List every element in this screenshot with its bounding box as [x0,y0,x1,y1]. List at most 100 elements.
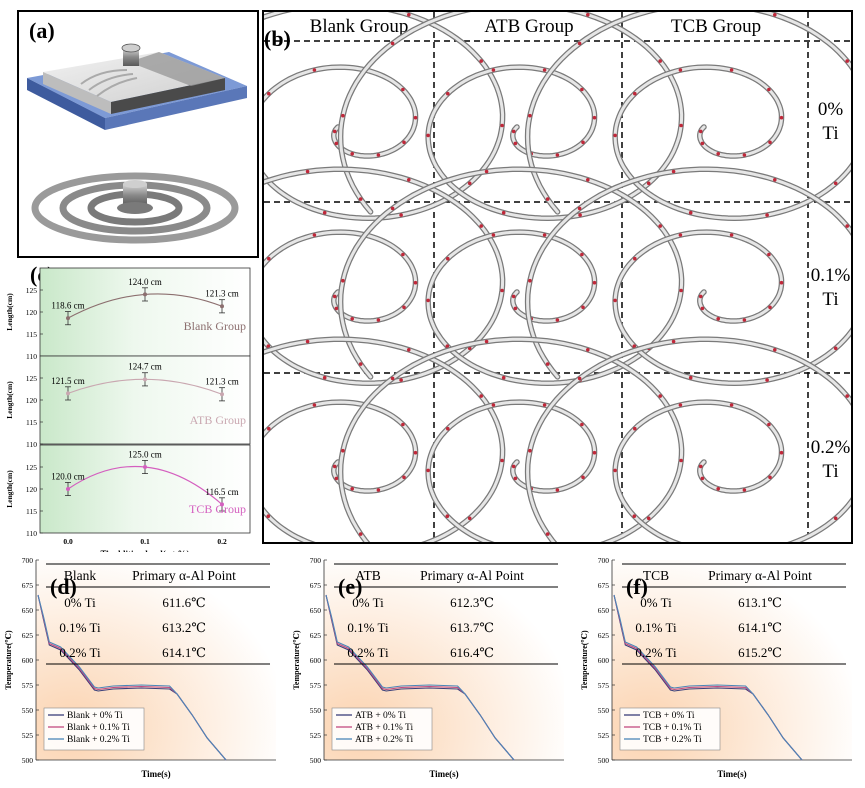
spiral-marker [376,318,381,322]
spiral-marker [742,153,747,157]
spiral-marker [688,375,693,380]
row-title-2: 0.2%Ti [810,437,851,482]
spiral-marker [513,476,518,481]
spiral-marker [332,294,337,299]
spiral-specimen [337,336,685,542]
series-line [37,594,227,761]
y-tick-label: 575 [598,681,610,690]
spiral-marker [833,346,838,351]
spiral-marker [633,91,637,96]
spiral-path [524,12,851,221]
y-tick-label: 125 [26,463,38,472]
spiral-marker [467,181,472,186]
data-label: 124.7 cm [128,362,162,372]
spiral-marker [716,317,720,321]
legend-entry: TCB + 0.1% Ti [643,723,702,733]
spiral-marker [700,306,705,311]
spiral-marker [773,178,777,182]
spiral-marker [845,59,849,63]
panel-f-label: (f) [626,574,648,599]
table-cell: 0.1% Ti [347,620,389,635]
spiral-marker [545,362,550,366]
spiral-marker [542,68,547,72]
spiral-marker [768,140,772,145]
spiral-marker [658,59,662,63]
spiral-marker [402,140,406,145]
spiral-marker [491,233,496,237]
spiral-marker [491,403,496,407]
spiral-marker [501,375,506,380]
spiral-marker [658,394,662,398]
y-tick-label: 700 [22,556,34,565]
spiral-marker [267,256,271,261]
spiral-specimen [337,166,685,386]
spiral-marker [555,153,560,157]
data-point [220,502,224,507]
spiral-marker [500,123,504,128]
spiral-marker [528,278,532,283]
spiral-marker [678,233,683,237]
panel-a: (a) [17,10,259,258]
data-point [143,292,147,297]
y-tick-label: 550 [598,706,610,715]
spiral-marker [592,115,597,120]
spiral-marker [679,288,683,293]
spiral-marker [646,181,651,186]
spiral-highlight [339,337,684,542]
spiral-specimen [337,12,685,221]
row-title-1: 0.1%Ti [810,265,851,310]
y-tick-label: 675 [310,581,322,590]
data-point [143,377,147,382]
series-name: TCB Group [189,502,246,516]
spiral-marker [580,252,584,257]
spiral-marker [671,169,676,174]
y-tick-label: 115 [26,330,37,339]
spiral-marker [358,532,363,536]
mold-illustration [27,43,247,244]
panel-a-label: (a) [29,18,55,43]
spiral-marker [700,141,705,146]
spiral-marker [698,294,703,299]
spiral-marker [578,213,582,217]
spiral-marker [833,181,838,186]
spiral-marker [407,178,411,182]
data-label: 116.5 cm [205,487,238,497]
spiral-marker [679,458,683,463]
subplot-frame [39,355,251,445]
y-tick-label: 110 [26,529,37,538]
spiral-marker [305,339,310,344]
spiral-specimen [264,166,506,386]
spiral-marker [358,197,363,201]
y-tick-label: 675 [598,581,610,590]
spiral-marker [467,516,472,521]
spiral-highlight [264,12,505,220]
spiral-marker [341,448,345,453]
data-label: 121.5 cm [51,376,85,386]
spiral-marker [632,514,637,518]
spiral-marker [542,403,547,407]
y-tick-label: 110 [26,352,37,361]
x-axis-label: Time(s) [141,769,170,779]
table-header: TCB [643,568,669,583]
spiral-marker [446,256,450,261]
spiral-marker [266,344,271,349]
y-tick-label: 650 [22,606,34,615]
spiral-marker [613,298,617,303]
spiral-marker [581,140,585,145]
table-cell: 612.3℃ [450,595,494,610]
spiral-marker [446,91,450,96]
spiral-marker [376,488,381,492]
y-tick-label: 600 [598,656,610,665]
spiral-marker [729,68,734,72]
spiral-marker [479,224,483,228]
legend-entry: ATB + 0% Ti [355,711,406,721]
data-label: 124.0 cm [128,277,162,287]
table-cell: 615.2℃ [738,645,782,660]
legend-entry: ATB + 0.2% Ti [355,735,414,745]
spiral-marker [426,133,430,138]
spiral-marker [729,233,734,237]
spiral-marker [528,113,532,118]
